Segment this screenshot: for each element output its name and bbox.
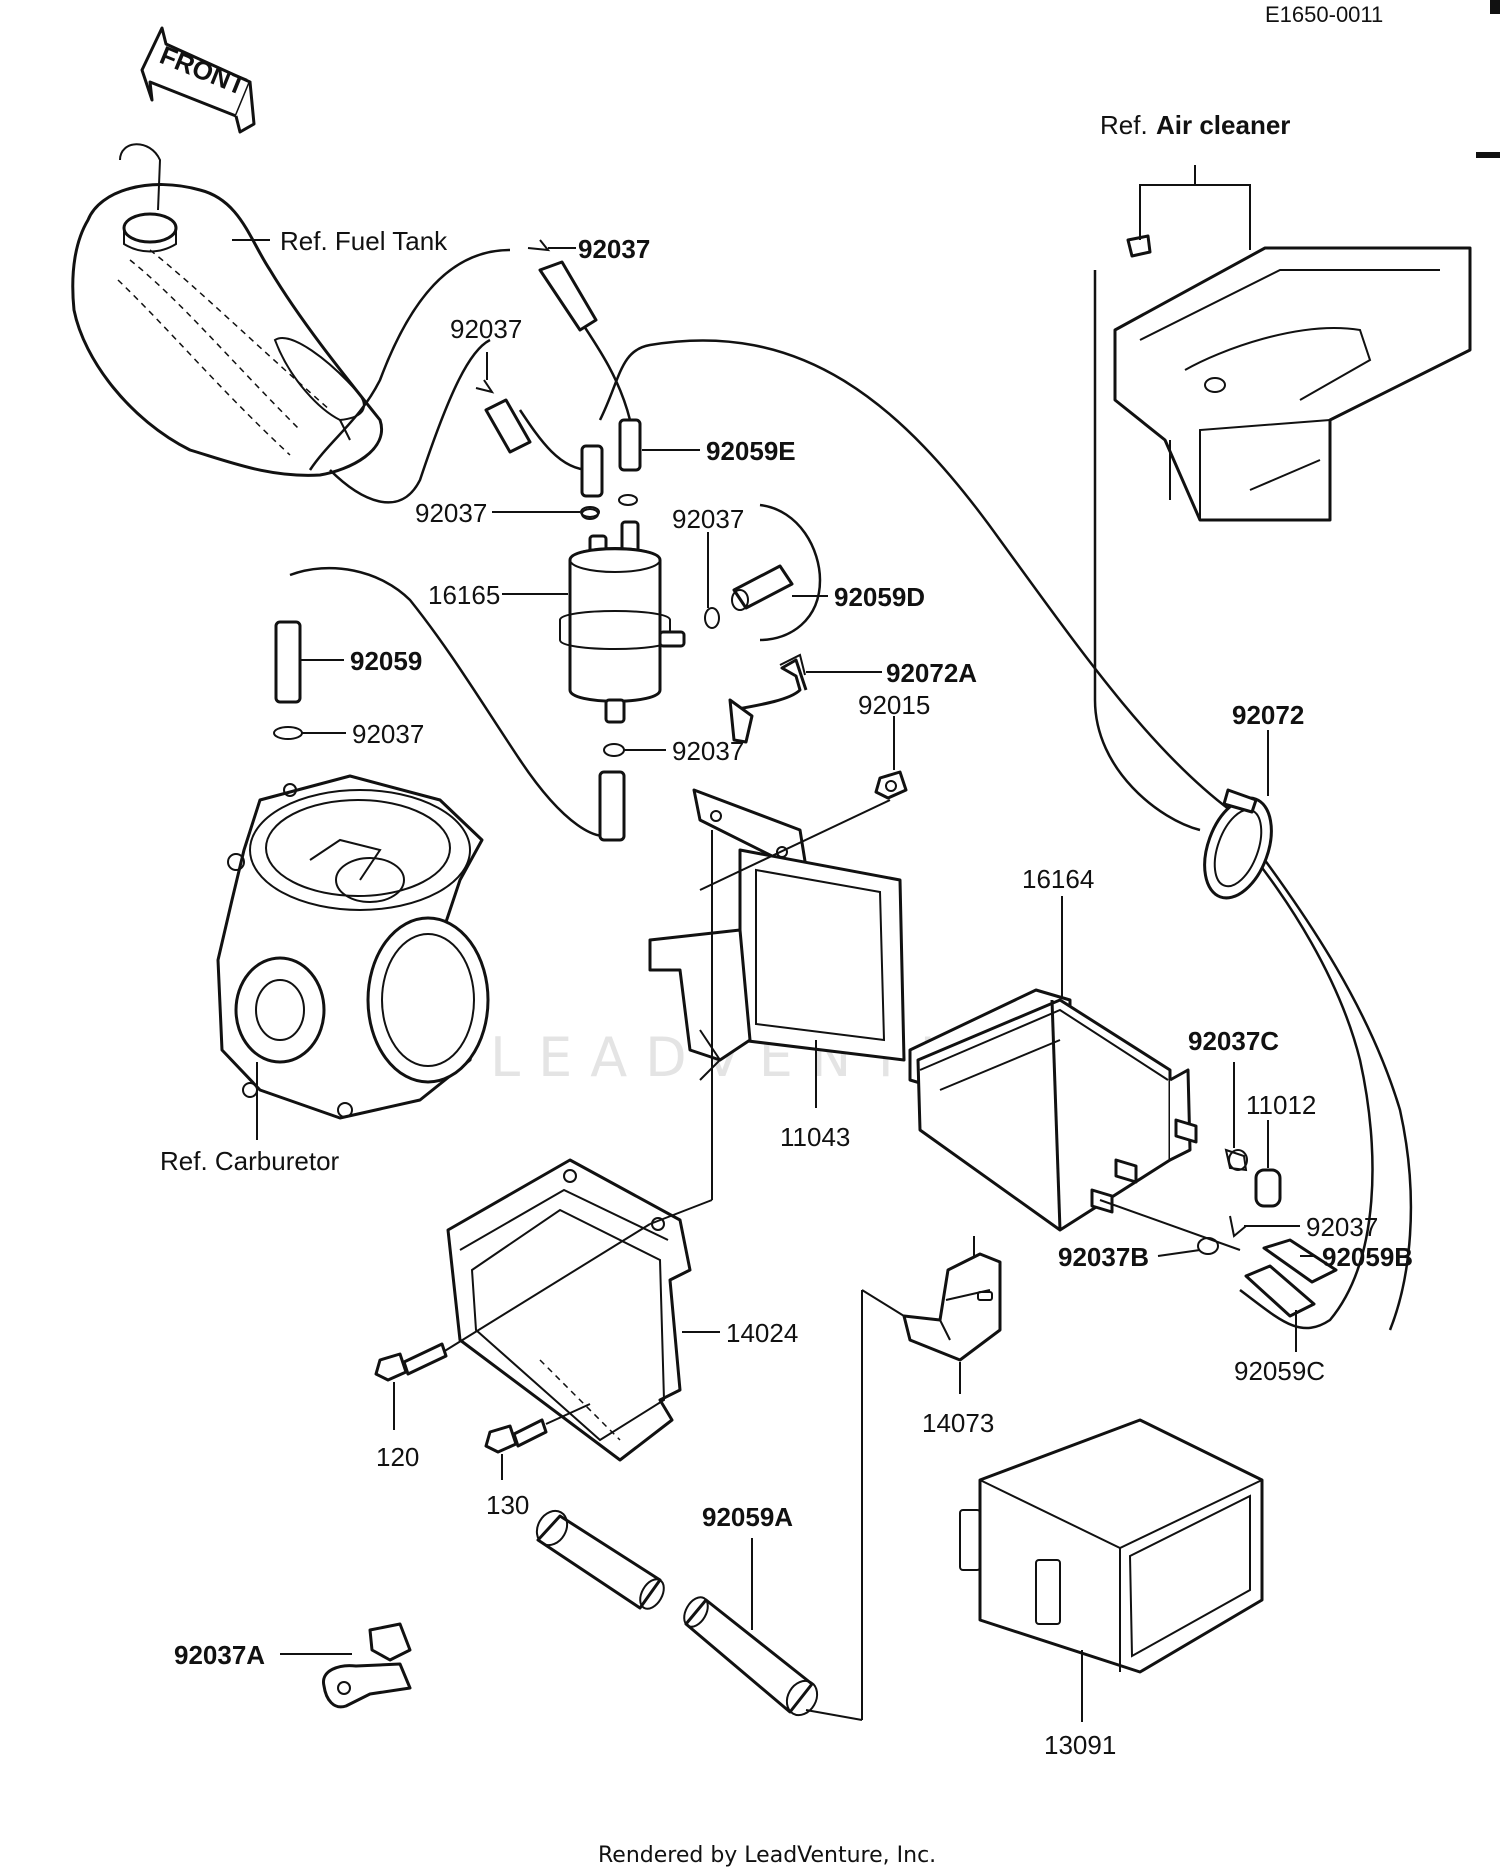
footer-credit: Rendered by LeadVenture, Inc.	[598, 1843, 936, 1868]
leader-air-cleaner	[1139, 165, 1251, 250]
clamp-92072A	[728, 653, 808, 744]
hose-92037-mid	[475, 379, 532, 454]
clamp-92037-filter	[603, 743, 625, 757]
hose-92037-to-filter	[578, 319, 632, 421]
clip-92037A	[322, 1622, 412, 1709]
clamp-92037-carb	[273, 726, 303, 740]
connector-line-14073	[861, 1289, 905, 1720]
bolt-120	[374, 1342, 448, 1382]
hose-92059D	[731, 564, 794, 611]
callout-92037-carb: 92037	[352, 719, 424, 749]
callout-92059B: 92059B	[1322, 1242, 1413, 1272]
nut-92015	[874, 770, 908, 800]
boot-14073	[902, 1252, 1002, 1362]
carburetor-drawing	[216, 774, 490, 1120]
callout-130: 130	[486, 1490, 529, 1520]
hose-below-filter	[598, 770, 626, 842]
callout-92037-canister: 92037	[1306, 1212, 1378, 1242]
callout-16164: 16164	[1022, 864, 1094, 894]
fastener-line-120	[413, 1223, 651, 1371]
ref-fuel-tank-label: Ref. Fuel Tank	[280, 226, 448, 256]
callout-92059D: 92059D	[834, 582, 925, 612]
air-cleaner-drawing	[1113, 234, 1472, 522]
fuel-tank-drawing	[71, 143, 384, 477]
callout-92037C: 92037C	[1188, 1026, 1279, 1056]
hose-air-cleaner-down	[1093, 270, 1201, 832]
clamp-92037-left	[581, 508, 599, 520]
hose-92072-loop	[1239, 839, 1374, 1330]
callout-16165: 16165	[428, 580, 500, 610]
hose-long-to-92072	[598, 339, 1231, 811]
callout-92072: 92072	[1232, 700, 1304, 730]
callout-11043: 11043	[780, 1122, 850, 1152]
bolt-130	[484, 1418, 548, 1454]
bracket-11043	[648, 788, 906, 1081]
cover-14024	[446, 1158, 692, 1462]
hose-92059D-loop	[759, 503, 822, 642]
callout-14073: 14073	[922, 1408, 994, 1438]
callout-92072A: 92072A	[886, 658, 977, 688]
callout-92037-hose: 92037	[450, 314, 522, 344]
hose-tank-to-92037	[308, 248, 511, 471]
hose-92059-to-carb	[289, 566, 621, 838]
diagram-code: E1650-0011	[1265, 2, 1383, 27]
callout-13091: 13091	[1044, 1730, 1116, 1760]
callout-92059A: 92059A	[702, 1502, 793, 1532]
connector-line-92059A	[805, 1709, 863, 1721]
cap-11012	[1254, 1168, 1282, 1208]
ref-air-cleaner-name: Air cleaner	[1156, 110, 1290, 140]
callout-92059C: 92059C	[1234, 1356, 1325, 1386]
hose-92059E-pair	[580, 418, 642, 518]
callout-92015: 92015	[858, 690, 930, 720]
hose-92059B	[1262, 1238, 1338, 1284]
hose-92059C	[1244, 1264, 1316, 1318]
clamp-92037-canister	[1229, 1215, 1247, 1238]
clamp-92072	[1203, 788, 1273, 900]
edge-mark-side	[1476, 152, 1500, 158]
callout-120: 120	[376, 1442, 419, 1472]
callout-92059: 92059	[350, 646, 422, 676]
leader-92037B	[1157, 1249, 1201, 1257]
callout-92037-top: 92037	[578, 234, 650, 264]
callout-92037-right: 92037	[672, 504, 744, 534]
callout-92037-left: 92037	[415, 498, 487, 528]
canister-16164	[908, 988, 1192, 1232]
hose-tank-return	[329, 338, 491, 504]
fastener-line-92015	[699, 799, 891, 891]
callout-14024: 14024	[726, 1318, 798, 1348]
callout-11012: 11012	[1246, 1090, 1316, 1120]
front-arrow-icon: FRONT	[140, 26, 256, 134]
clamp-92037-right	[704, 607, 720, 629]
ref-air-cleaner-prefix: Ref.	[1100, 110, 1148, 140]
box-13091	[959, 1418, 1264, 1674]
hose-92059A	[535, 1509, 819, 1717]
callout-92059E: 92059E	[706, 436, 796, 466]
ref-carburetor-label: Ref. Carburetor	[160, 1146, 340, 1176]
callout-92037A: 92037A	[174, 1640, 265, 1670]
hose-92059	[274, 620, 302, 704]
fastener-line-14024	[649, 1199, 713, 1225]
edge-mark-top	[1490, 0, 1500, 14]
canister-nipples	[1090, 1118, 1198, 1214]
fuel-filter-16165	[559, 520, 686, 724]
callout-92037-filter: 92037	[672, 736, 744, 766]
fastener-line-130	[545, 1403, 591, 1425]
hose-92072-outer	[1248, 839, 1413, 1331]
callout-92037B: 92037B	[1058, 1242, 1149, 1272]
hose-92037-top	[527, 239, 598, 332]
connector-line-canister	[1099, 1199, 1241, 1251]
clamp-92037C	[1224, 1148, 1248, 1172]
